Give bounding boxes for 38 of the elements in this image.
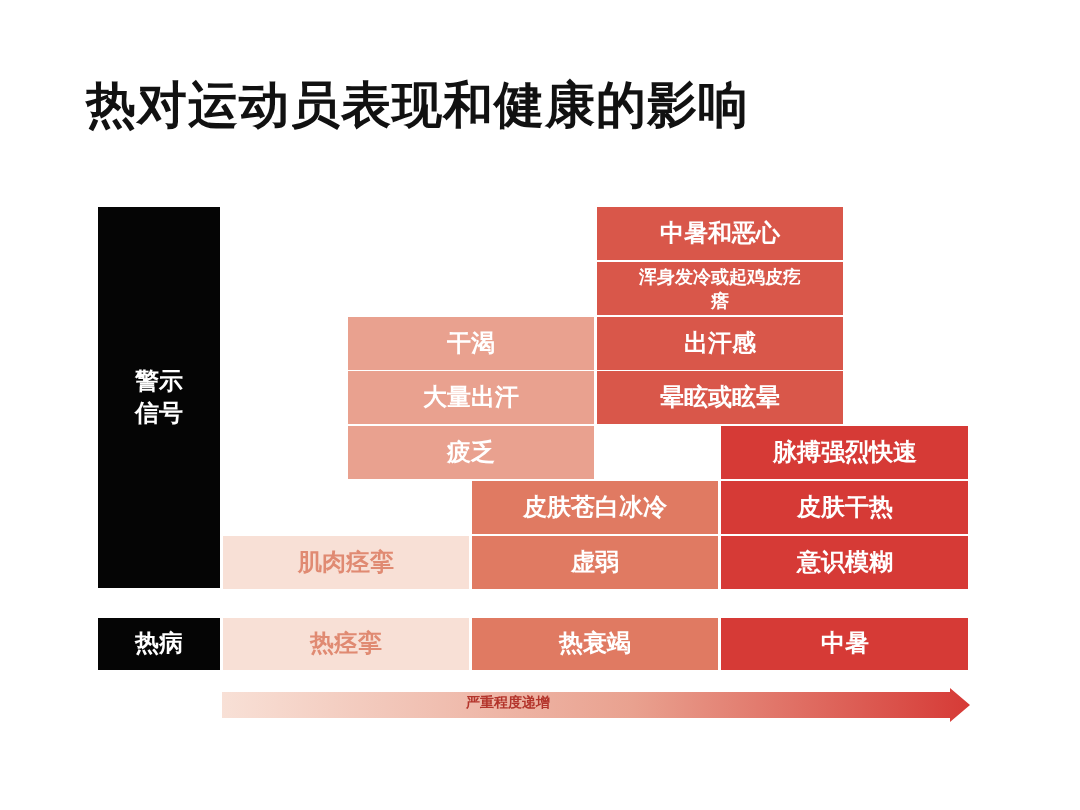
box-text: 出汗感 xyxy=(684,327,756,359)
symptom-box xyxy=(721,536,968,589)
symptom-box xyxy=(721,481,968,534)
box-text: 疲乏 xyxy=(447,436,495,468)
arrow-label: 严重程度递增 xyxy=(466,694,550,712)
symptom-box xyxy=(472,618,718,670)
box-text: 警示信号 xyxy=(133,366,184,429)
symptom-box xyxy=(597,207,843,260)
box-text: 脉搏强烈快速 xyxy=(772,436,917,468)
box-text: 大量出汗 xyxy=(423,381,519,413)
symptom-box xyxy=(348,317,594,370)
symptom-box xyxy=(472,536,718,589)
box-text: 热病 xyxy=(135,628,183,660)
symptom-box xyxy=(223,618,469,670)
symptom-box xyxy=(98,618,220,670)
symptom-box xyxy=(348,426,594,479)
box-text: 浑身发冷或起鸡皮疙瘩 xyxy=(638,265,802,312)
symptom-box xyxy=(597,317,843,370)
box-text: 热痉挛 xyxy=(310,628,382,660)
symptom-box xyxy=(721,618,968,670)
symptom-box xyxy=(597,262,843,315)
box-text: 热衰竭 xyxy=(559,628,631,660)
symptom-box xyxy=(721,426,968,479)
box-text: 中暑 xyxy=(820,628,869,660)
symptom-box xyxy=(98,207,220,588)
symptom-box xyxy=(597,371,843,424)
box-text: 干渴 xyxy=(447,327,495,359)
box-text: 虚弱 xyxy=(571,546,619,578)
box-text: 中暑和恶心 xyxy=(660,217,780,249)
title: 热对运动员表现和健康的影响 xyxy=(86,75,749,136)
box-text: 肌肉痉挛 xyxy=(298,546,394,578)
symptom-box xyxy=(223,536,469,589)
symptom-box xyxy=(472,481,718,534)
box-text: 皮肤苍白冰冷 xyxy=(523,491,667,523)
symptom-box xyxy=(348,371,594,424)
box-text: 晕眩或眩晕 xyxy=(660,381,780,413)
box-text: 意识模糊 xyxy=(796,546,893,578)
box-text: 皮肤干热 xyxy=(796,491,893,523)
